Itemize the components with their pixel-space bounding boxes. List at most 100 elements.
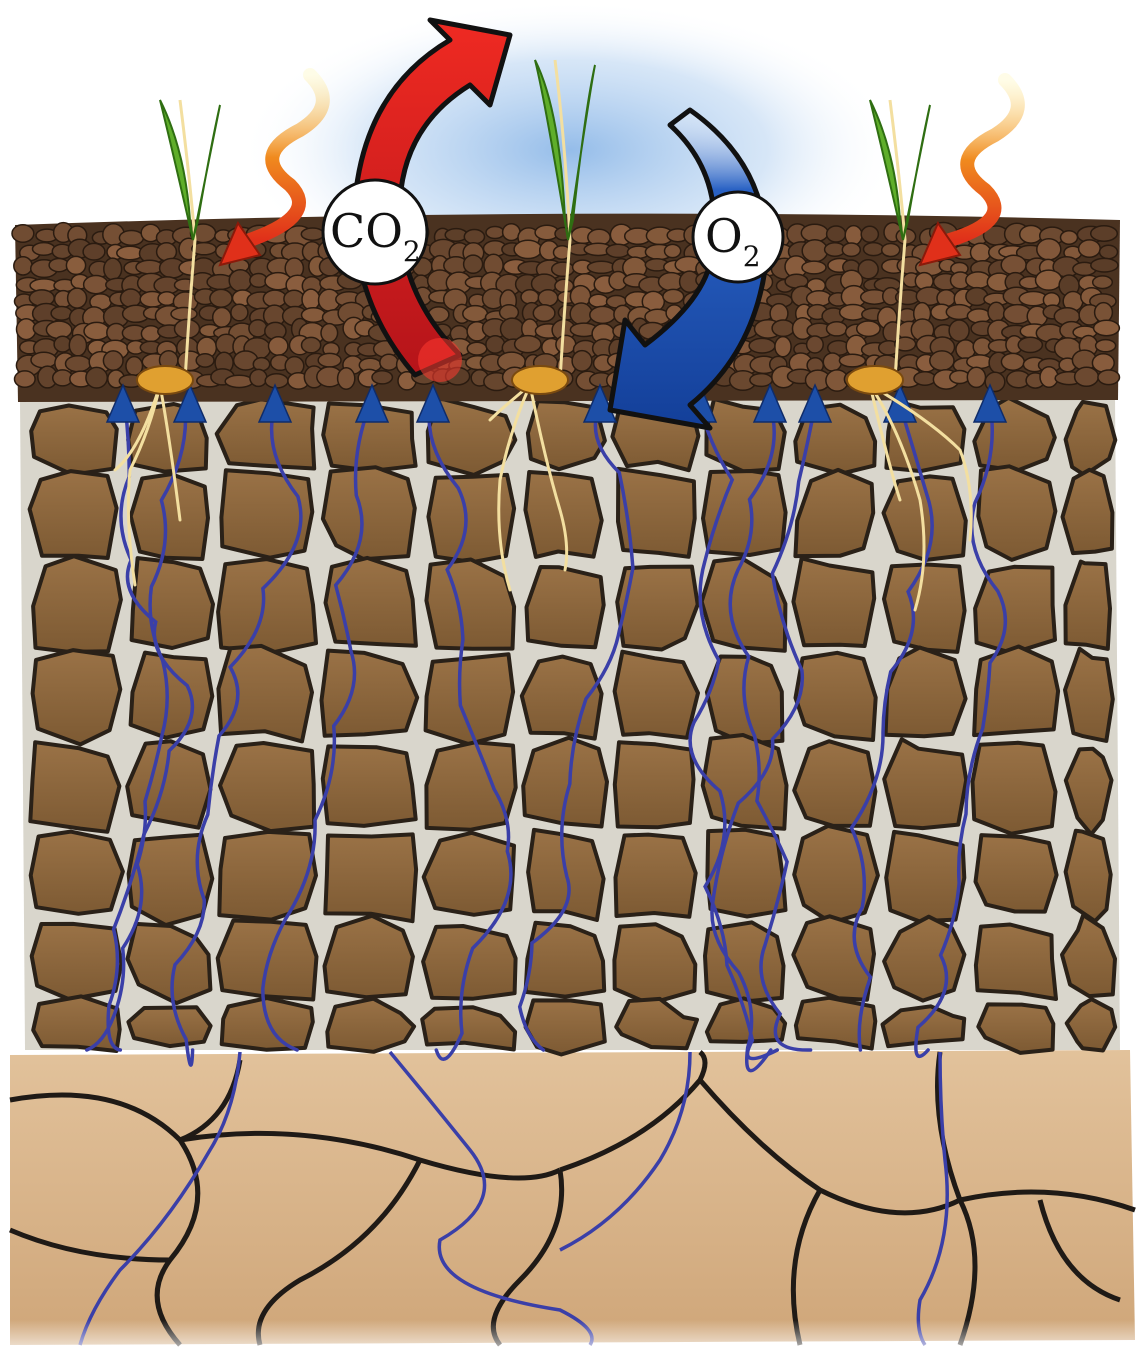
soil-clod (978, 466, 1055, 560)
soil-crumb (1061, 231, 1078, 244)
soil-clod (30, 742, 119, 832)
soil-crumb (338, 368, 355, 389)
soil-crumb (552, 262, 574, 276)
soil-clod (615, 652, 698, 738)
seed-icon (137, 366, 193, 394)
soil-crumb (882, 244, 900, 257)
soil-crumb (321, 324, 338, 343)
soil-crumb (1096, 340, 1116, 352)
heat-wave-arrow-icon (950, 80, 1018, 240)
soil-crumb (464, 230, 484, 244)
soil-crumb (84, 322, 109, 339)
soil-crumb (231, 304, 248, 321)
soil-clod (527, 567, 604, 647)
soil-crumb (589, 294, 608, 307)
soil-clod (615, 742, 694, 827)
soil-crumb (171, 308, 197, 321)
soil-crumb (1079, 240, 1101, 257)
soil-clod (30, 471, 117, 558)
soil-crumb (802, 261, 826, 274)
soil-crumb (1018, 337, 1042, 352)
soil-crumb (988, 302, 1005, 322)
soil-clod (523, 738, 607, 827)
soil-crumb (210, 289, 232, 307)
seed-icon (847, 366, 903, 394)
soil-crumb (590, 306, 616, 323)
soil-crumb (967, 367, 985, 387)
soil-crumb (533, 305, 555, 322)
soil-crumb (84, 276, 109, 294)
soil-crumb (845, 226, 862, 245)
soil-crumb (302, 289, 320, 310)
soil-crumb (380, 354, 398, 370)
co2-label: CO2 (323, 180, 427, 284)
seed-icon (512, 366, 568, 394)
soil-crumb (772, 320, 794, 336)
soil-crumb (68, 288, 87, 308)
soil-clod (794, 741, 875, 826)
soil-crumb (514, 240, 542, 258)
soil-crumb (857, 321, 880, 336)
soil-crumb (301, 228, 324, 240)
soil-clod (426, 742, 515, 829)
soil-crumb (284, 290, 304, 307)
soil-crumb (538, 290, 557, 306)
soil-crumb (1100, 245, 1118, 258)
soil-crumb (121, 289, 141, 307)
soil-clod (128, 1007, 210, 1046)
soil-clod (1066, 831, 1111, 921)
soil-crumb (265, 374, 288, 388)
soil-crumb (802, 240, 827, 262)
soil-clod (218, 559, 316, 652)
soil-clod (973, 743, 1056, 834)
soil-crumb (967, 355, 992, 369)
soil-clod (884, 739, 966, 828)
soil-crumb (104, 258, 122, 280)
soil-crumb (839, 354, 865, 367)
soil-crumb (588, 261, 616, 273)
soil-clod (323, 467, 415, 559)
soil-crumb (225, 375, 253, 387)
soil-clod (323, 746, 416, 826)
soil-clod (796, 653, 876, 740)
soil-crumb (54, 336, 71, 352)
soil-crumb (1094, 320, 1120, 335)
soil-crumb (842, 243, 860, 256)
soil-crumb (521, 290, 539, 304)
soil-crumb (1075, 367, 1099, 386)
soil-clod (616, 835, 696, 917)
soil-crumb (1036, 270, 1062, 290)
soil-crumb (807, 291, 832, 306)
soil-crumb (864, 243, 884, 256)
soil-crumb (46, 321, 71, 338)
soil-clod (219, 832, 316, 920)
soil-crumb (213, 308, 231, 328)
soil-crumb (12, 225, 34, 243)
soil-crumb (249, 320, 267, 337)
soil-clod (525, 472, 601, 557)
soil-clod (31, 832, 123, 914)
soil-crumb (515, 336, 541, 353)
soil-crumb (66, 356, 91, 372)
soil-crumb (827, 226, 846, 242)
soil-clod (976, 835, 1057, 912)
clod-layer (20, 395, 1120, 1071)
soil-crumb (1093, 276, 1113, 289)
soil-crumb (318, 353, 341, 367)
soil-crumb (827, 322, 848, 336)
soil-clod (221, 470, 312, 557)
soil-clod (424, 833, 514, 915)
soil-crumb (467, 342, 487, 355)
soil-crumb (663, 289, 684, 303)
soil-crumb (807, 336, 824, 353)
soil-crumb (486, 227, 504, 239)
soil-crumb (14, 371, 35, 387)
soil-crumb (500, 305, 519, 320)
soil-clod (131, 653, 213, 738)
soil-crumb (966, 272, 991, 288)
soil-crumb (302, 337, 321, 352)
soil-crumb (823, 353, 841, 371)
soil-crumb (1098, 370, 1120, 385)
soil-clod (33, 556, 121, 652)
